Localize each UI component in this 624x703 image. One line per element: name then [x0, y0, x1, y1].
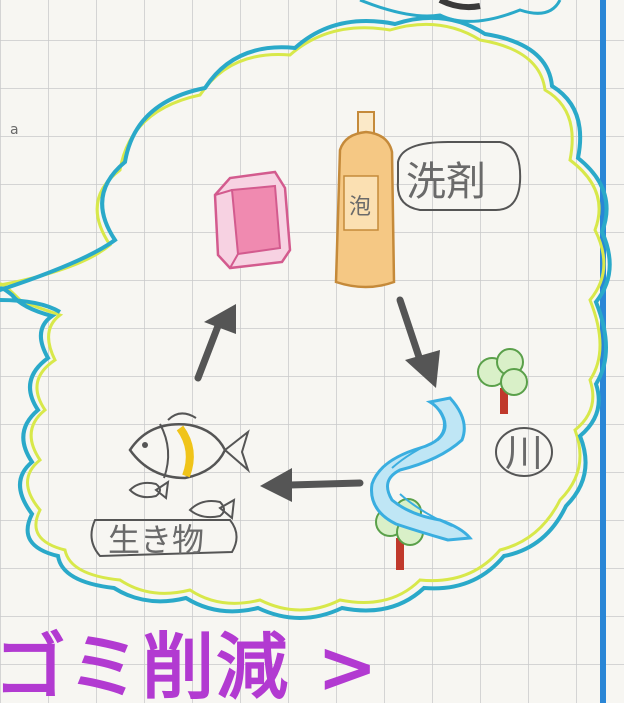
bottom-heading: ゴミ削減 > [0, 625, 379, 703]
fish-icon [128, 412, 251, 480]
arrow-icon [194, 304, 236, 382]
tree-icon [477, 348, 528, 414]
river-label-bubble: 川 [495, 427, 553, 477]
creatures-label-bubble: 生き物 [90, 519, 238, 559]
river-label: 川 [505, 431, 543, 475]
top-partial-drawing [359, 0, 562, 23]
fish-icon [128, 479, 170, 500]
foam-label: 泡 [349, 195, 371, 220]
fish-icon [188, 498, 236, 520]
river-icon [370, 396, 473, 542]
detergent-label: 洗剤 [406, 159, 486, 205]
speech-cloud [0, 15, 612, 620]
detergent-bottle-icon: 泡 [334, 111, 396, 289]
sponge-icon [213, 170, 292, 270]
stray-mark: a [10, 122, 19, 138]
arrow-icon [260, 468, 364, 502]
arrow-icon [396, 296, 440, 388]
detergent-label-bubble: 洗剤 [396, 141, 522, 211]
page-right-border [600, 0, 606, 703]
creatures-label: 生き物 [108, 521, 204, 559]
